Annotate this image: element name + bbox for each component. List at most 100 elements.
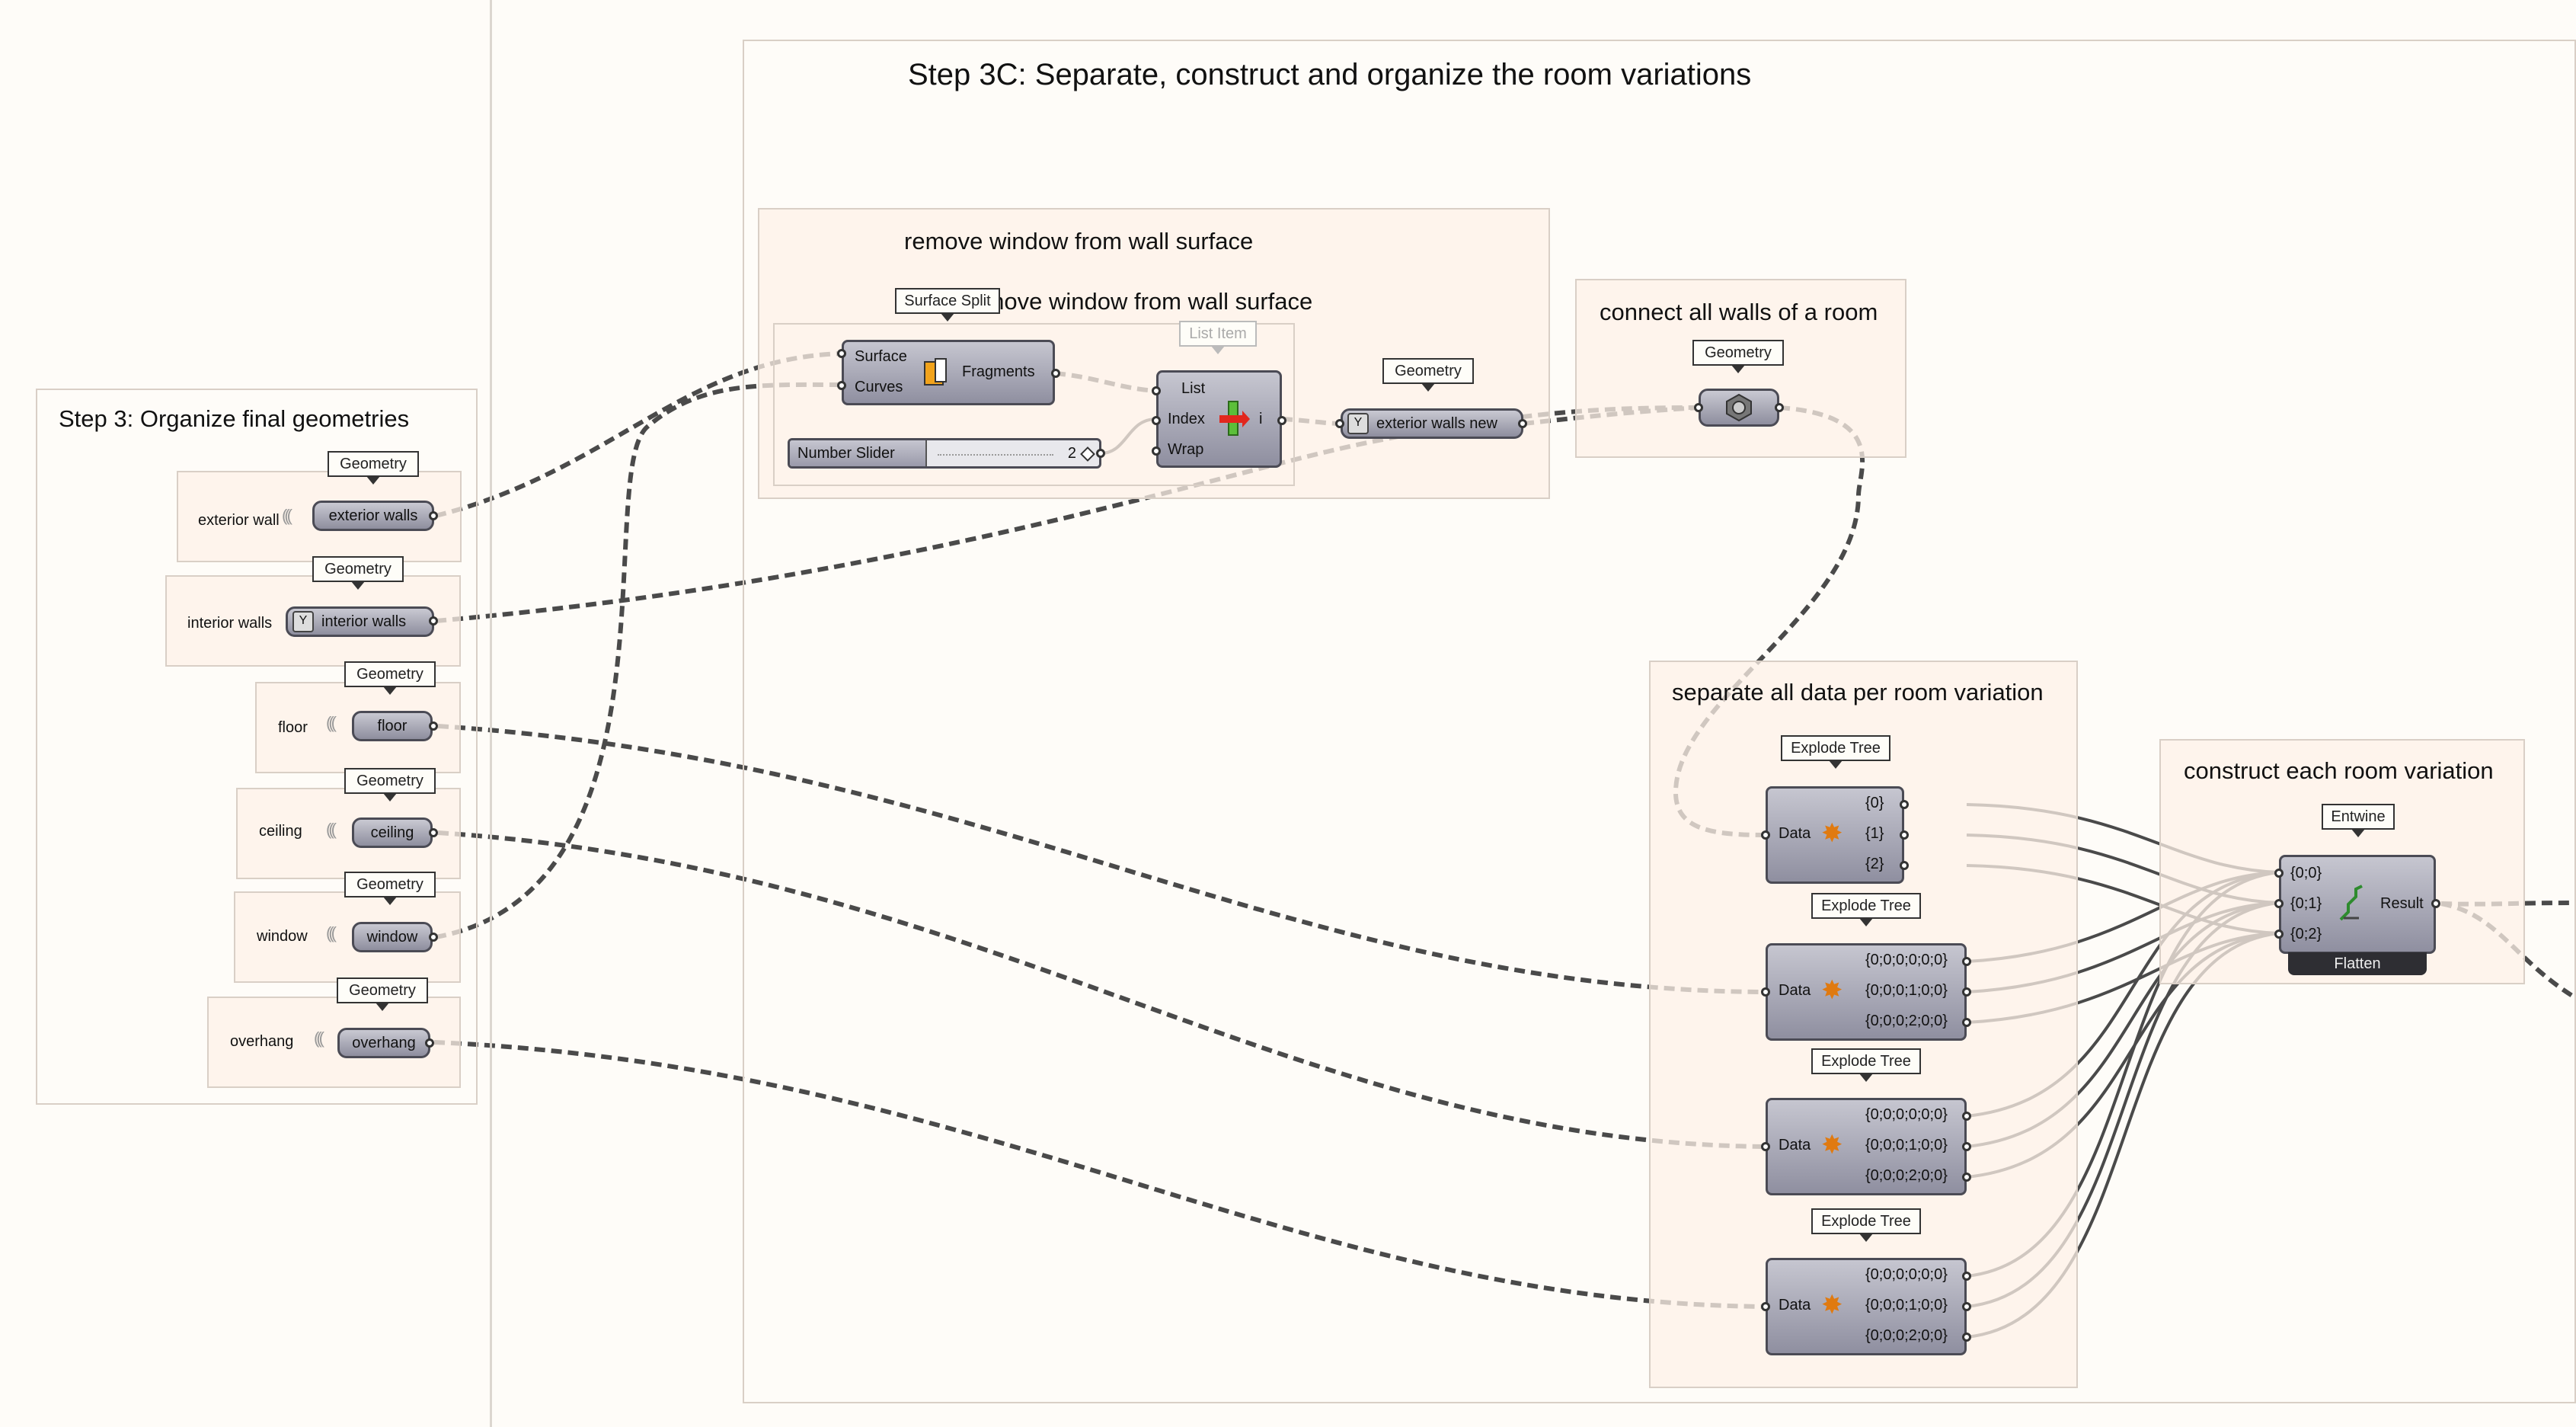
geometry-param-ceiling[interactable]: ceiling: [352, 817, 433, 848]
port-join-in[interactable]: [1694, 403, 1703, 412]
join-geometry-param[interactable]: [1699, 389, 1779, 427]
slider-grip-icon[interactable]: [1080, 446, 1095, 462]
geometry-param-exterior-walls[interactable]: exterior walls: [312, 501, 434, 531]
input-curves: Curves: [855, 379, 903, 395]
wire-floor-to-explode1: [437, 724, 1766, 994]
geometry-param-exterior-walls-new[interactable]: Y exterior walls new: [1341, 408, 1523, 439]
row-label: overhang: [230, 1033, 294, 1050]
geometry-tag: Geometry: [344, 872, 436, 905]
entwine-tag: Entwine: [2322, 804, 2395, 837]
geometry-tag: Geometry: [328, 451, 419, 485]
filter-icon: Y: [292, 611, 314, 632]
port-data-in[interactable]: [1761, 830, 1770, 840]
input-data: Data: [1779, 982, 1811, 999]
input-data: Data: [1779, 1297, 1811, 1313]
port-out[interactable]: [1962, 1173, 1971, 1182]
geometry-param-window[interactable]: window: [352, 922, 433, 952]
port-join-out[interactable]: [1775, 403, 1784, 412]
geometry-tag: Geometry: [312, 556, 404, 590]
group-step3[interactable]: Step 3: Organize final geometries: [36, 389, 478, 1105]
port-extnew-out[interactable]: [1518, 419, 1527, 428]
output-result: Result: [2380, 895, 2424, 912]
explode-tree-component-3[interactable]: Data ✸ {0;0;0;0;0;0} {0;0;0;1;0;0} {0;0;…: [1766, 1258, 1967, 1355]
port-out[interactable]: [1962, 1302, 1971, 1311]
port-result-out[interactable]: [2431, 899, 2440, 908]
port-out[interactable]: [1962, 1142, 1971, 1151]
port-out[interactable]: [1962, 1333, 1971, 1342]
output-branch: {0;0;0;1;0;0}: [1865, 982, 1948, 999]
wire-ceiling-to-explode2: [437, 830, 1766, 1149]
port-extnew-in[interactable]: [1335, 419, 1344, 428]
output-port[interactable]: [429, 828, 438, 837]
group-title: Step 3: Organize final geometries: [59, 405, 410, 432]
explode-tree-tag: Explode Tree: [1781, 735, 1890, 769]
port-data-in[interactable]: [1761, 1302, 1770, 1311]
port-in[interactable]: [2274, 929, 2284, 939]
entwine-component[interactable]: {0;0} {0;1} {0;2} Result: [2279, 855, 2436, 954]
port-out[interactable]: [1962, 957, 1971, 966]
output-port[interactable]: [429, 511, 438, 520]
port-list[interactable]: [1152, 386, 1161, 395]
output-branch: {1}: [1865, 825, 1884, 842]
explode-tree-component-2[interactable]: Data ✸ {0;0;0;0;0;0} {0;0;0;1;0;0} {0;0;…: [1766, 1098, 1967, 1195]
input-list: List: [1181, 380, 1206, 397]
explode-tree-icon: ✸: [1821, 1291, 1843, 1320]
port-out[interactable]: [1962, 1112, 1971, 1121]
port-out[interactable]: [1962, 1272, 1971, 1281]
port-out[interactable]: [1900, 861, 1909, 870]
port-out[interactable]: [1900, 830, 1909, 840]
number-slider[interactable]: Number Slider 2: [788, 438, 1101, 469]
input-wrap: Wrap: [1168, 441, 1204, 458]
slider-track[interactable]: 2: [927, 440, 1099, 466]
row-label: interior walls: [187, 615, 273, 632]
output-port[interactable]: [429, 933, 438, 942]
entwine-icon: [2339, 885, 2363, 921]
port-out[interactable]: [1900, 800, 1909, 809]
output-branch: {0}: [1865, 795, 1884, 811]
port-slider-out[interactable]: [1096, 449, 1105, 458]
explode-tree-component-1[interactable]: Data ✸ {0;0;0;0;0;0} {0;0;0;1;0;0} {0;0;…: [1766, 943, 1967, 1041]
output-fragments: Fragments: [962, 363, 1035, 380]
geometry-param-floor[interactable]: floor: [352, 711, 433, 741]
explode-tree-tag: Explode Tree: [1811, 1048, 1921, 1082]
wireless-icon: (((: [326, 820, 337, 839]
list-item-component[interactable]: List Index Wrap i: [1156, 370, 1282, 468]
port-out[interactable]: [1962, 987, 1971, 997]
flatten-flag[interactable]: Flatten: [2288, 952, 2427, 975]
geometry-tag: Geometry: [337, 977, 428, 1011]
output-branch: {0;0;0;0;0;0}: [1865, 952, 1948, 968]
geometry-tag: Geometry: [1382, 358, 1474, 392]
surface-split-icon: [924, 358, 947, 386]
geometry-param-interior-walls[interactable]: Y interior walls: [286, 606, 434, 637]
surface-split-component[interactable]: Surface Curves Fragments: [842, 340, 1055, 405]
output-port[interactable]: [429, 721, 438, 731]
wireless-icon: (((: [326, 923, 337, 942]
geometry-tag: Geometry: [344, 661, 436, 695]
geometry-param-overhang[interactable]: overhang: [337, 1028, 430, 1058]
port-data-in[interactable]: [1761, 987, 1770, 997]
port-surface[interactable]: [837, 349, 846, 358]
input-branch: {0;1}: [2290, 895, 2322, 912]
port-wrap[interactable]: [1152, 446, 1161, 456]
row-label: floor: [278, 719, 308, 736]
list-item-tag: List Item: [1179, 321, 1257, 354]
input-index: Index: [1168, 411, 1205, 427]
output-branch: {0;0;0;1;0;0}: [1865, 1137, 1948, 1153]
group-step3c[interactable]: Step 3C: Separate, construct and organiz…: [743, 40, 2576, 1403]
port-curves[interactable]: [837, 381, 846, 390]
output-branch: {0;0;0;2;0;0}: [1865, 1327, 1948, 1344]
port-in[interactable]: [2274, 869, 2284, 878]
port-item-out[interactable]: [1277, 416, 1286, 425]
inner-group-title: remove window from wall surface: [964, 288, 1313, 315]
output-port[interactable]: [425, 1038, 434, 1048]
explode-tree-component-0[interactable]: Data ✸ {0} {1} {2}: [1766, 786, 1904, 884]
port-fragments[interactable]: [1051, 369, 1060, 378]
port-data-in[interactable]: [1761, 1142, 1770, 1151]
output-port[interactable]: [429, 616, 438, 626]
port-index[interactable]: [1152, 416, 1161, 425]
group-remove-window-inner[interactable]: [773, 323, 1295, 486]
port-in[interactable]: [2274, 899, 2284, 908]
port-out[interactable]: [1962, 1018, 1971, 1027]
filter-icon: Y: [1347, 413, 1369, 434]
